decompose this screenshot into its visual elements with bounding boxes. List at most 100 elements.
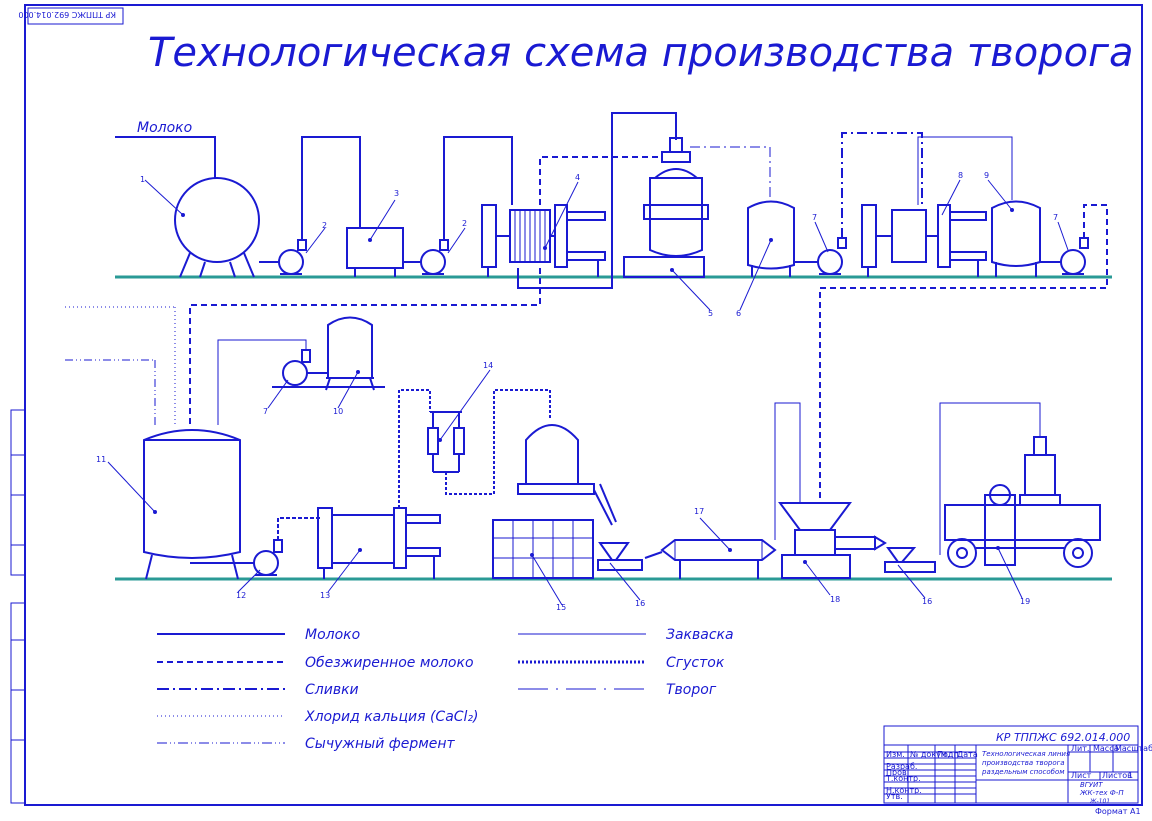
leader-14 — [439, 369, 491, 441]
pipe-pump-to-pasteurizer — [443, 136, 513, 240]
equipment-number: 6 — [736, 309, 741, 318]
milk-input-line — [115, 136, 216, 178]
tb-org-line2: ЖК-тех Ф-П — [1079, 789, 1124, 797]
tb-row-label: Пров. — [886, 768, 909, 777]
equipment-marker-dots — [153, 208, 1014, 564]
leader-10 — [337, 371, 359, 409]
pipe-pump-to-balance-tank — [301, 136, 361, 240]
tb-col-sheets: Листов — [1102, 771, 1132, 780]
title-block: КР ТППЖС 692.014.000 Изм. № докум. Подп.… — [883, 725, 1152, 805]
equipment-3-balance-tank — [346, 227, 404, 269]
tb-name-line3: раздельным способом — [981, 768, 1065, 776]
legend: Молоко Обезжиренное молоко Сливки Хлорид… — [157, 627, 734, 752]
leader-19 — [997, 547, 1023, 599]
tb-row-label: Утв. — [886, 792, 903, 801]
leader-16b — [897, 564, 926, 599]
left-strip-upper — [10, 409, 26, 576]
equipment-7-pump-second — [1060, 237, 1089, 275]
tb-name-line1: Технологическая линия — [982, 750, 1070, 758]
equipment-2-pump-second — [420, 239, 449, 275]
equipment-number: 8 — [958, 171, 963, 180]
leader-1 — [144, 179, 184, 216]
equipment-number-labels: 1 2 3 2 4 5 6 7 8 9 7 7 10 11 12 13 14 1… — [96, 171, 1058, 612]
leader-7c — [267, 379, 289, 409]
equipment-16-hopper-second — [884, 547, 936, 573]
pipe-to-tank-9 — [917, 136, 1013, 205]
leader-13 — [327, 549, 361, 593]
equipment-number: 13 — [320, 591, 330, 600]
leader-8 — [941, 179, 961, 216]
left-strip-lower — [10, 602, 26, 804]
leader-9 — [987, 179, 1013, 211]
equipment-14-filter — [427, 411, 465, 473]
pipe-filter-to-press — [445, 389, 551, 495]
equipment-number: 16 — [635, 599, 645, 608]
leader-3 — [369, 199, 396, 241]
equipment-number: 18 — [830, 595, 840, 604]
tb-org-line1: ВГУИТ — [1080, 781, 1103, 789]
tb-row-label: Н.контр. — [886, 786, 922, 795]
tb-row-label: Подп. — [937, 750, 961, 759]
equipment-4-plate-pasteurizer — [481, 204, 606, 277]
leader-4 — [544, 181, 579, 249]
tb-col-sheet: Лист — [1071, 771, 1092, 780]
equipment-number: 4 — [575, 173, 580, 182]
pipe-pump12-to-heater — [277, 517, 320, 540]
sheet-format: Формат А1 — [1095, 807, 1141, 816]
leader-17 — [699, 517, 731, 551]
leader-2 — [305, 227, 326, 254]
leader-16 — [609, 562, 641, 601]
drawing-frame — [24, 4, 1143, 806]
equipment-12-pump — [253, 539, 283, 576]
equipment-number: 11 — [96, 455, 106, 464]
tb-col-lit: Лит. — [1071, 744, 1089, 753]
tb-row-label: № докум. — [910, 750, 949, 759]
equipment-number: 7 — [1053, 213, 1058, 222]
equipment-number: 2 — [322, 221, 327, 230]
legend-label-rennet: Сычужный фермент — [305, 736, 456, 752]
equipment-number: 3 — [394, 189, 399, 198]
equipment-5-separator — [623, 137, 709, 278]
pipe-milk-to-separator — [517, 112, 677, 289]
equipment-number: 10 — [333, 407, 343, 416]
tb-row-label: Изм. — [886, 750, 905, 759]
leader-7 — [814, 221, 829, 253]
tb-row-label: Т.контр. — [885, 774, 921, 783]
equipment-2-pump — [278, 239, 307, 275]
leader-15 — [531, 554, 563, 606]
legend-label-cream: Сливки — [305, 682, 359, 698]
equipment-9-tank — [991, 200, 1041, 277]
diagram-title: Технологическая схема производства творо… — [148, 30, 1134, 76]
tb-name-line2: производства творога — [982, 759, 1065, 767]
equipment-17-cooler — [644, 539, 777, 579]
equipment-number: 12 — [236, 591, 246, 600]
equipment-number: 19 — [1020, 597, 1030, 606]
equipment-18-mixer — [778, 502, 887, 579]
legend-label-skim-milk: Обезжиренное молоко — [305, 655, 474, 671]
pipe-starter-to-mixer — [774, 402, 801, 540]
equipment-11-cheese-vat — [143, 429, 241, 580]
leader-11 — [107, 461, 156, 513]
leader-12 — [237, 569, 261, 593]
milk-input-label: Молоко — [137, 120, 192, 136]
equipment-number: 9 — [984, 171, 989, 180]
leader-2b — [447, 227, 466, 254]
equipment-15-press-trolley — [492, 424, 617, 579]
pipe-to-dosing — [819, 204, 1108, 500]
equipment-13-heater — [317, 507, 441, 579]
tb-row-label: Дата — [957, 750, 978, 759]
legend-label-cottage-cheese: Творог — [666, 682, 717, 698]
equipment-number: 5 — [708, 309, 713, 318]
top-code: КР ТППЖС 692.014.000 — [18, 10, 116, 19]
legend-label-curd: Сгусток — [666, 655, 725, 671]
pipe-heater-to-filter — [398, 389, 431, 508]
pipe-cream-to-tank-6 — [690, 146, 771, 200]
equipment-7-pump — [817, 237, 847, 275]
tb-sheets-value: 1 — [1128, 771, 1133, 780]
title-block-code: КР ТППЖС 692.014.000 — [996, 731, 1130, 744]
equipment-1-milk-tank — [174, 177, 260, 278]
tb-col-mass: Масса — [1093, 744, 1119, 753]
leader-18 — [804, 561, 831, 596]
